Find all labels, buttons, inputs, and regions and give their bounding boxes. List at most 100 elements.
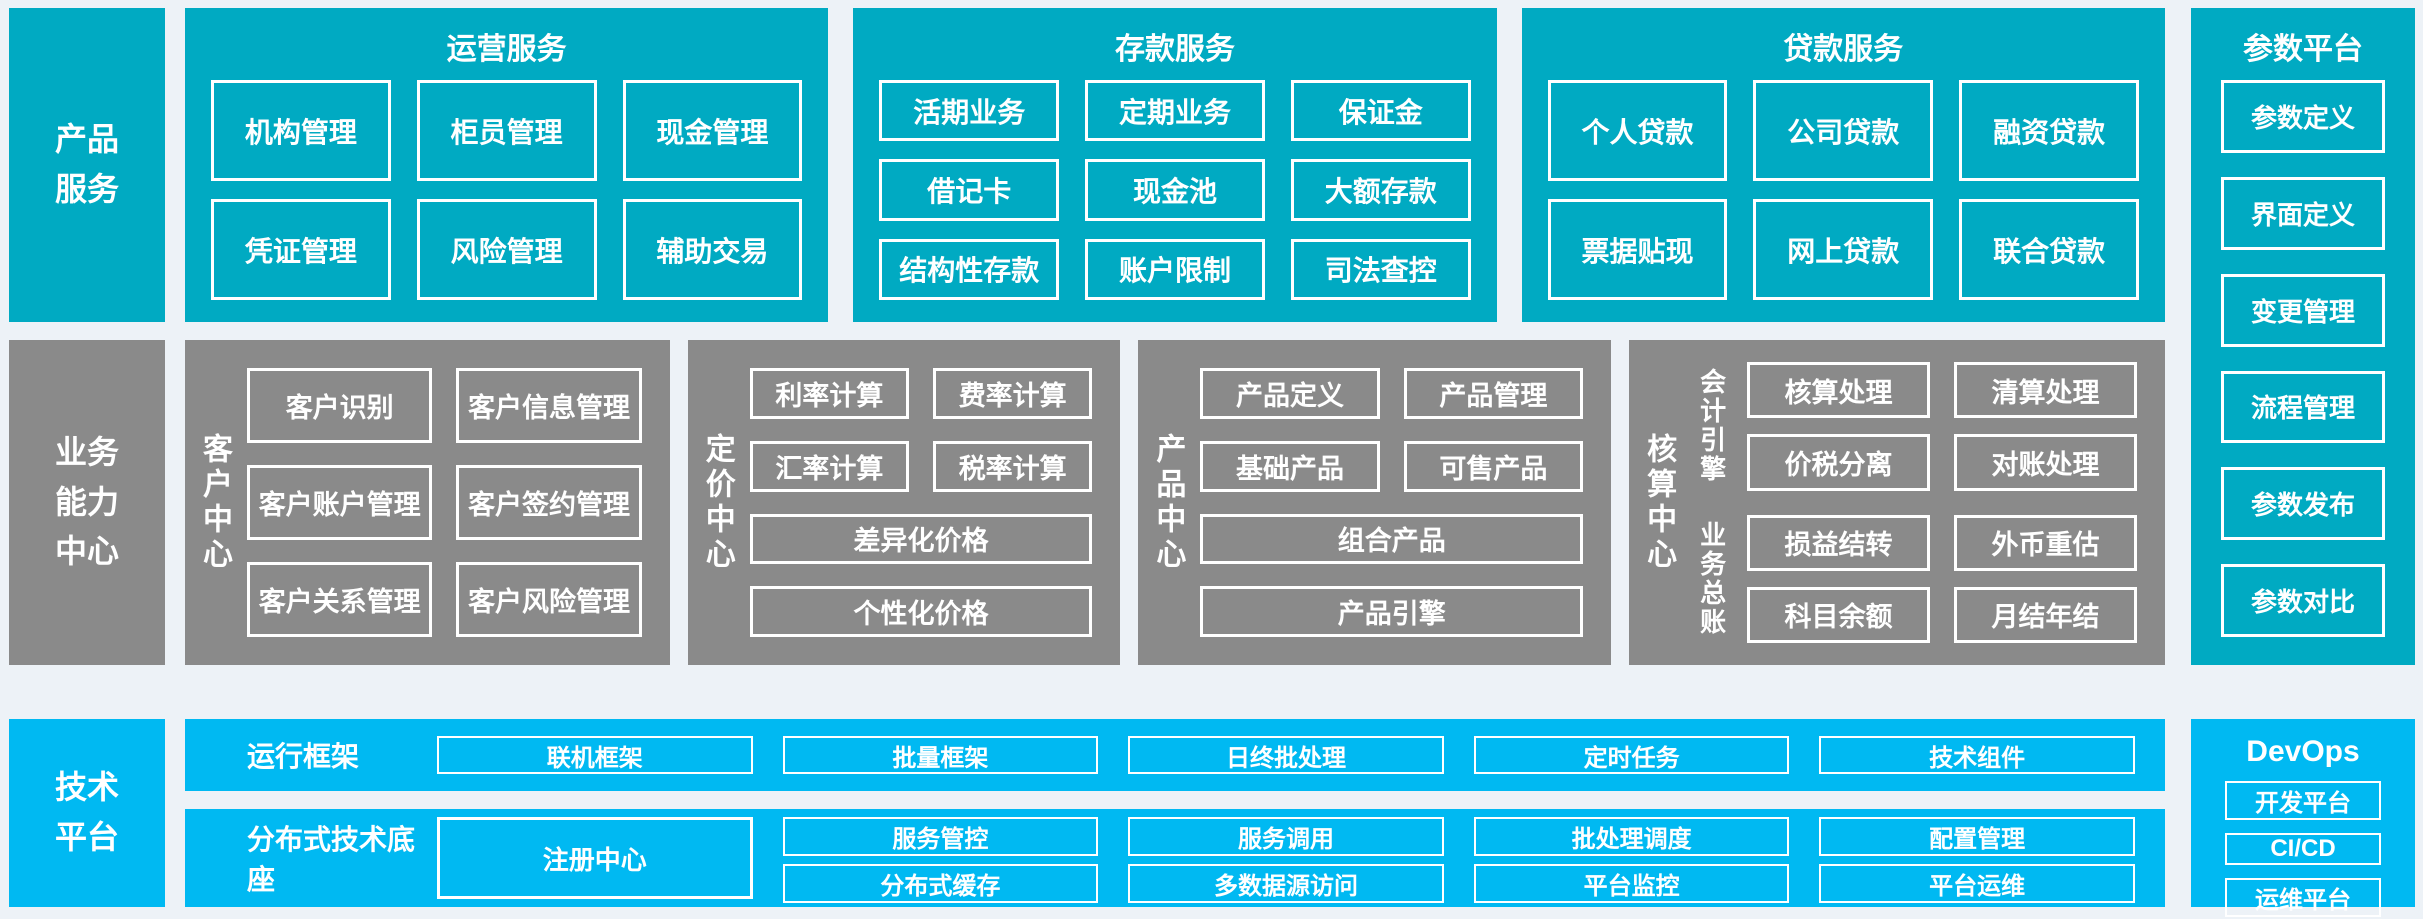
center-label: 定价中心	[700, 432, 734, 573]
module-box: 服务管控	[782, 817, 1099, 856]
group-grid: 损益结转 外币重估 科目余额 月结年结	[1747, 514, 2138, 643]
section-loan-services: 贷款服务 个人贷款 公司贷款 融资贷款 票据贴现 网上贷款 联合贷款	[1521, 8, 2165, 322]
module-box: 大额存款	[1290, 159, 1471, 221]
module-box: 损益结转	[1747, 514, 1931, 571]
module-box: 客户信息管理	[456, 368, 642, 443]
module-box: 运维平台	[2225, 878, 2381, 917]
module-box: 借记卡	[879, 159, 1060, 221]
section-body: 个人贷款 公司贷款 融资贷款 票据贴现 网上贷款 联合贷款	[1522, 76, 2165, 322]
module-box: 组合产品	[1200, 513, 1584, 565]
section-title: 运营服务	[446, 33, 567, 66]
module-box: 核算处理	[1747, 362, 1931, 419]
module-box: 汇率计算	[749, 440, 910, 492]
module-box: 客户识别	[247, 368, 433, 443]
module-box: 账户限制	[1085, 238, 1265, 300]
dist-column: 配置管理 平台运维	[1819, 817, 2135, 903]
section-deposit-services: 存款服务 活期业务 定期业务 保证金 借记卡 现金池 大额存款 结构性存款 账户…	[853, 8, 1497, 322]
rail-label: 业务 能力 中心	[54, 434, 119, 570]
rail-label: 技术 平台	[54, 769, 119, 855]
module-box: 参数定义	[2221, 80, 2385, 153]
module-box: 清算处理	[1954, 362, 2138, 419]
module-box: 定期业务	[1085, 80, 1265, 142]
module-box: 基础产品	[1200, 440, 1380, 492]
section-body: 机构管理 柜员管理 现金管理 凭证管理 风险管理 辅助交易	[185, 76, 828, 322]
center-accounting: 核算中心 会计引擎 核算处理 清算处理 价税分离 对账处理 业务总账 损益结转 …	[1629, 340, 2166, 665]
module-box: 产品定义	[1200, 368, 1380, 419]
module-box: 活期业务	[879, 80, 1060, 142]
module-box: 变更管理	[2221, 273, 2385, 347]
panel-parameter-platform: 参数平台 参数定义 界面定义 变更管理 流程管理 参数发布 参数对比	[2191, 8, 2415, 665]
panel-title: 参数平台	[2243, 33, 2363, 66]
center-body: 客户识别 客户信息管理 客户账户管理 客户签约管理 客户关系管理 客户风险管理	[243, 340, 670, 665]
module-box: 利率计算	[749, 368, 910, 419]
module-box: 平台运维	[1819, 864, 2135, 903]
module-box: 网上贷款	[1753, 199, 1934, 300]
module-box: 批处理调度	[1473, 817, 1790, 856]
dist-column: 服务管控 分布式缓存	[782, 817, 1099, 903]
center-pricing: 定价中心 利率计算 费率计算 汇率计算 税率计算 差异化价格 个性化价格	[687, 340, 1121, 665]
panel-body: 参数定义 界面定义 变更管理 流程管理 参数发布 参数对比	[2191, 78, 2415, 665]
module-box: 司法查控	[1290, 238, 1471, 300]
module-box: 融资贷款	[1959, 80, 2139, 181]
module-box: 产品管理	[1403, 368, 1584, 419]
center-body: 产品定义 产品管理 基础产品 可售产品 组合产品 产品引擎	[1196, 340, 1611, 665]
module-registry-center: 注册中心	[437, 817, 753, 899]
module-box: 参数发布	[2221, 467, 2385, 541]
module-box: 界面定义	[2221, 176, 2385, 250]
module-box: 差异化价格	[749, 513, 1093, 565]
module-box: 配置管理	[1819, 817, 2135, 856]
rail-business-capability-center: 业务 能力 中心	[9, 340, 165, 665]
center-label: 核算中心	[1642, 432, 1676, 573]
panel-title: DevOps	[2246, 735, 2360, 768]
module-box: 定时任务	[1473, 736, 1790, 774]
module-box: 现金池	[1085, 159, 1265, 221]
module-box: 个性化价格	[749, 586, 1093, 637]
bar-items: 注册中心 服务管控 分布式缓存 服务调用 多数据源访问 批处理调度 平台监控 配…	[437, 809, 2165, 907]
module-box: 批量框架	[782, 736, 1099, 774]
module-box: 流程管理	[2221, 370, 2385, 444]
group-business-ledger: 业务总账 损益结转 外币重估 科目余额 月结年结	[1687, 514, 2138, 643]
module-box: 风险管理	[416, 199, 597, 300]
section-body: 活期业务 定期业务 保证金 借记卡 现金池 大额存款 结构性存款 账户限制 司法…	[853, 76, 1496, 322]
registry-column: 注册中心	[437, 817, 753, 899]
bar-runtime-framework: 运行框架 联机框架 批量框架 日终批处理 定时任务 技术组件	[185, 719, 2165, 791]
module-box: 可售产品	[1403, 440, 1584, 492]
module-box: 客户关系管理	[247, 562, 433, 637]
module-box: 服务调用	[1128, 817, 1444, 856]
module-box: 税率计算	[933, 440, 1093, 492]
module-box: 凭证管理	[211, 199, 391, 300]
module-box: 公司贷款	[1753, 80, 1934, 181]
product-services-row: 运营服务 机构管理 柜员管理 现金管理 凭证管理 风险管理 辅助交易 存款服务 …	[185, 8, 2165, 322]
module-box: 对账处理	[1954, 434, 2138, 491]
module-box: 辅助交易	[622, 199, 803, 300]
module-box: 多数据源访问	[1128, 864, 1444, 903]
center-label: 客户中心	[198, 432, 231, 573]
module-box: 柜员管理	[416, 80, 597, 181]
module-box: 个人贷款	[1547, 80, 1728, 181]
module-box: 日终批处理	[1128, 736, 1444, 774]
module-box: 开发平台	[2225, 781, 2381, 820]
module-box: 客户风险管理	[456, 562, 642, 637]
module-box: 票据贴现	[1547, 199, 1728, 300]
panel-body: 开发平台 CI/CD 运维平台	[2225, 781, 2381, 917]
module-box: 联机框架	[437, 736, 753, 774]
bar-distributed-tech-base: 分布式技术底座 注册中心 服务管控 分布式缓存 服务调用 多数据源访问 批处理调…	[185, 809, 2165, 907]
module-box: 产品引擎	[1200, 586, 1584, 637]
center-body: 利率计算 费率计算 汇率计算 税率计算 差异化价格 个性化价格	[746, 340, 1121, 665]
center-body: 会计引擎 核算处理 清算处理 价税分离 对账处理 业务总账 损益结转 外币重估 …	[1687, 340, 2165, 665]
module-box: 分布式缓存	[782, 864, 1099, 903]
panel-devops: DevOps 开发平台 CI/CD 运维平台	[2191, 719, 2415, 917]
module-box: 费率计算	[933, 368, 1093, 419]
module-box: 现金管理	[622, 80, 803, 181]
section-operations-services: 运营服务 机构管理 柜员管理 现金管理 凭证管理 风险管理 辅助交易	[185, 8, 829, 322]
module-box: 联合贷款	[1959, 199, 2139, 300]
dist-column: 服务调用 多数据源访问	[1128, 817, 1444, 903]
bar-label: 分布式技术底座	[247, 824, 416, 895]
module-box: 机构管理	[211, 80, 391, 181]
rail-technology-platform: 技术 平台	[9, 719, 165, 907]
module-box: 技术组件	[1819, 736, 2135, 774]
module-box: 保证金	[1290, 80, 1471, 142]
bar-label: 运行框架	[247, 741, 360, 772]
rail-product-services: 产品 服务	[9, 8, 165, 322]
